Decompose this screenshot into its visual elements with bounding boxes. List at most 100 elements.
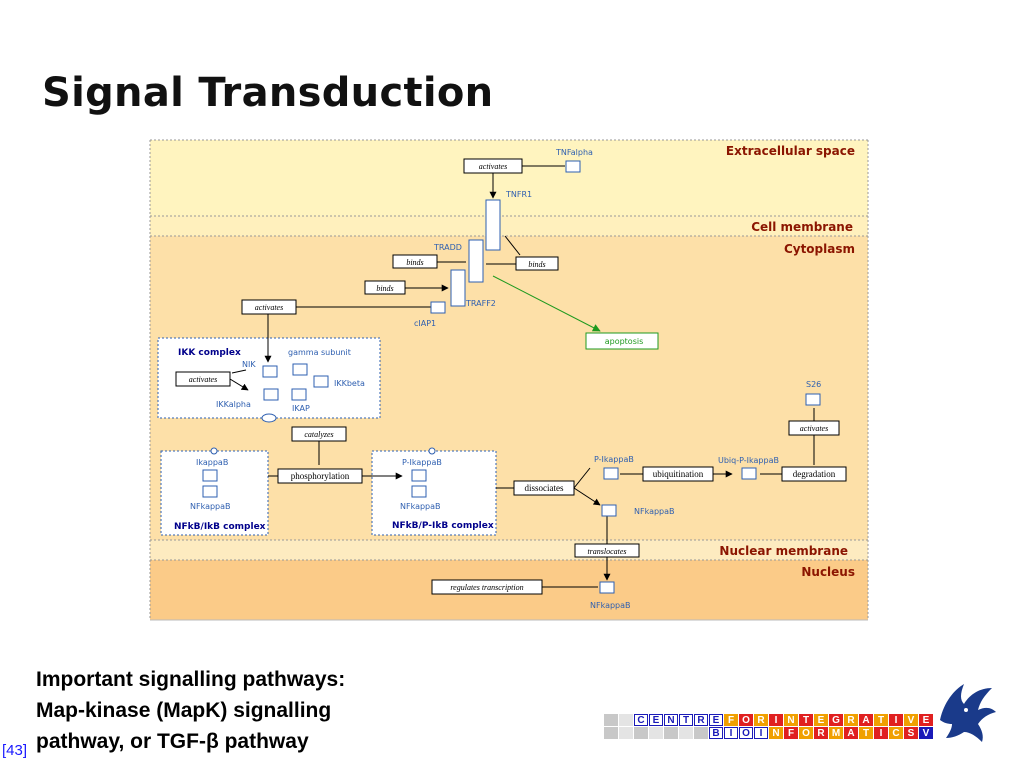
- tnfalpha-label: TNFalpha: [555, 148, 593, 157]
- nfkb-pikb-complex-label: NFkB/P-IkB complex: [392, 521, 494, 531]
- nfkappab-nucleus-label: NFkappaB: [590, 601, 631, 610]
- logo-letter: G: [829, 714, 843, 726]
- logo-letter: R: [844, 714, 858, 726]
- s26-label: S26: [806, 380, 821, 389]
- apoptosis-label: apoptosis: [605, 337, 644, 346]
- ikap-glyph: [291, 388, 307, 401]
- logo-letter: N: [769, 727, 783, 739]
- logo-letter: T: [874, 714, 888, 726]
- p-ikappab-1-label: P-IkappaB: [402, 458, 442, 467]
- logo-blank-cell: [649, 727, 663, 739]
- apoptosis-box: [585, 332, 659, 350]
- logo-blank-cell: [619, 727, 633, 739]
- logo-letter: N: [664, 714, 678, 726]
- logo-letter: E: [814, 714, 828, 726]
- ikkbeta-glyph: [313, 375, 329, 388]
- activates-label-4: activates: [800, 424, 828, 433]
- tradd-label: TRADD: [433, 243, 462, 252]
- logo-letter: T: [799, 714, 813, 726]
- catalyzes-label: catalyzes: [304, 430, 333, 439]
- logo-letter: R: [694, 714, 708, 726]
- p-ikappab-2-label: P-IkappaB: [594, 455, 634, 464]
- nuclear-membrane-label: Nuclear membrane: [719, 544, 848, 558]
- dissociates-label: dissociates: [525, 483, 564, 493]
- nik-label: NIK: [242, 360, 256, 369]
- p-ikappab-marker: [428, 447, 436, 455]
- nfkappab-2-glyph: [411, 485, 427, 498]
- logo-letter: T: [679, 714, 693, 726]
- ikkalpha-glyph: [263, 388, 279, 401]
- logo-letter: F: [784, 727, 798, 739]
- binds-label-2: binds: [528, 260, 545, 269]
- logo-blank-cell: [664, 727, 678, 739]
- logo-letter: E: [919, 714, 933, 726]
- logo-letter: O: [739, 727, 753, 739]
- nucleus-label: Nucleus: [801, 565, 855, 579]
- nfkappab-2-label: NFkappaB: [400, 502, 441, 511]
- bottom-line-2: Map-kinase (MapK) signalling: [36, 699, 332, 722]
- cytoplasm-label: Cytoplasm: [784, 242, 855, 256]
- binds-label-3: binds: [376, 284, 393, 293]
- logo-letter: C: [634, 714, 648, 726]
- ikk-complex-label: IKK complex: [178, 348, 241, 358]
- nuclear-membrane-band: [150, 540, 868, 560]
- logo-letter: C: [889, 727, 903, 739]
- logo-letter: E: [649, 714, 663, 726]
- binds-label-1: binds: [406, 258, 423, 267]
- logo-blank-cell: [604, 727, 618, 739]
- logo-letter: A: [844, 727, 858, 739]
- regulates-transcription-label: regulates transcription: [450, 583, 523, 592]
- ikkalpha-label: IKKalpha: [216, 400, 251, 409]
- logo-letter: F: [724, 714, 738, 726]
- activates-label-1: activates: [479, 162, 507, 171]
- logo-letter: E: [709, 714, 723, 726]
- logo-letter: A: [859, 714, 873, 726]
- ubiq-p-ikappab-glyph: [741, 467, 757, 480]
- logo-letter: R: [814, 727, 828, 739]
- logo-letter: I: [889, 714, 903, 726]
- p-ikappab-1-glyph: [411, 469, 427, 482]
- nfkappab-nucleus-glyph: [599, 581, 615, 594]
- logo-blank-cell: [634, 727, 648, 739]
- logo-letter: I: [754, 727, 768, 739]
- nfkappab-1-glyph: [202, 485, 218, 498]
- ubiq-p-ikappab-label: Ubiq-P-IkappaB: [718, 456, 779, 465]
- logo-letter: N: [784, 714, 798, 726]
- tnfalpha-glyph: [565, 160, 581, 173]
- activates-label-3: activates: [189, 375, 217, 384]
- signal-transduction-diagram: Extracellular space Cell membrane Cytopl…: [149, 139, 869, 621]
- bottom-line-1: Important signalling pathways:: [36, 668, 346, 691]
- logo-blank-cell: [679, 727, 693, 739]
- nik-glyph: [262, 365, 278, 378]
- logo-letter: O: [799, 727, 813, 739]
- logo-letter: O: [739, 714, 753, 726]
- bottom-line-3: pathway, or TGF-β pathway: [36, 730, 309, 753]
- logo-letter: T: [859, 727, 873, 739]
- traff2-label: TRAFF2: [465, 299, 496, 308]
- ikap-label: IKAP: [292, 404, 310, 413]
- page-number[interactable]: [43]: [2, 742, 28, 759]
- gamma-subunit-label: gamma subunit: [288, 348, 351, 357]
- translocates-label: translocates: [587, 547, 626, 556]
- traff2-receptor: [450, 269, 466, 307]
- ikappab-label: IkappaB: [196, 458, 228, 467]
- logo-blank-cell: [694, 727, 708, 739]
- apoptosis-arrow: [492, 275, 601, 332]
- phosphorylation-label: phosphorylation: [291, 471, 350, 481]
- ikappab-glyph: [202, 469, 218, 482]
- logo-blank-cell: [604, 714, 618, 726]
- bottom-text: Important signalling pathways: Map-kinas…: [36, 664, 345, 757]
- extracellular-label: Extracellular space: [726, 144, 855, 158]
- logo-letter: M: [829, 727, 843, 739]
- vu-griffin-logo: [940, 684, 996, 742]
- degradation-label: degradation: [793, 469, 836, 479]
- ikappab-marker: [210, 447, 218, 455]
- nfkb-ikb-complex-label: NFkB/IkB complex: [174, 522, 266, 532]
- tnfr1-receptor: [485, 199, 501, 251]
- ikk-ellipse: [261, 413, 277, 423]
- logo-letter: R: [754, 714, 768, 726]
- cell-membrane-label: Cell membrane: [751, 220, 853, 234]
- ubiquitination-label: ubiquitination: [653, 469, 704, 479]
- logo-letter: V: [919, 727, 933, 739]
- logo-letter: V: [904, 714, 918, 726]
